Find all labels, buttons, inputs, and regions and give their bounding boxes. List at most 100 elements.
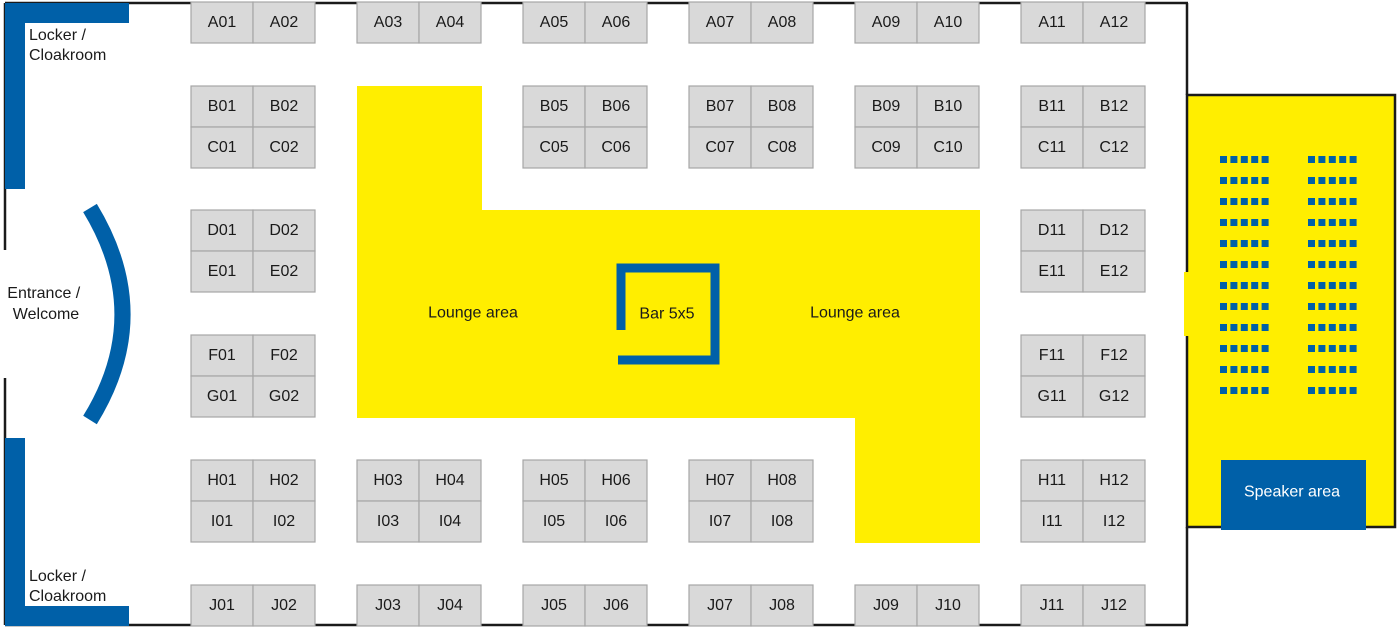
booth-box (750, 126, 814, 169)
booth-b09[interactable]: B09 (854, 85, 918, 128)
booth-d12[interactable]: D12 (1082, 209, 1146, 252)
booth-c05[interactable]: C05 (522, 126, 586, 169)
booth-i08[interactable]: I08 (750, 500, 814, 543)
booth-a01[interactable]: A01 (190, 1, 254, 44)
booth-label: A08 (768, 14, 797, 31)
booth-h04[interactable]: H04 (418, 459, 482, 502)
booth-a12[interactable]: A12 (1082, 1, 1146, 44)
booth-j03[interactable]: J03 (356, 584, 420, 627)
booth-c11[interactable]: C11 (1020, 126, 1084, 169)
booth-c07[interactable]: C07 (688, 126, 752, 169)
booth-b11[interactable]: B11 (1020, 85, 1084, 128)
booth-d01[interactable]: D01 (190, 209, 254, 252)
booth-e02[interactable]: E02 (252, 250, 316, 293)
booth-h01[interactable]: H01 (190, 459, 254, 502)
audience-seat (1308, 387, 1315, 394)
booth-h12[interactable]: H12 (1082, 459, 1146, 502)
booth-a09[interactable]: A09 (854, 1, 918, 44)
booth-c01[interactable]: C01 (190, 126, 254, 169)
booth-label: D11 (1038, 222, 1066, 239)
booth-c08[interactable]: C08 (750, 126, 814, 169)
booth-j05[interactable]: J05 (522, 584, 586, 627)
booth-f02[interactable]: F02 (252, 334, 316, 377)
booth-h02[interactable]: H02 (252, 459, 316, 502)
booth-i05[interactable]: I05 (522, 500, 586, 543)
booth-i07[interactable]: I07 (688, 500, 752, 543)
booth-label: G02 (269, 388, 299, 405)
booth-d02[interactable]: D02 (252, 209, 316, 252)
booth-b07[interactable]: B07 (688, 85, 752, 128)
booth-label: E11 (1038, 263, 1065, 280)
booth-i06[interactable]: I06 (584, 500, 648, 543)
booth-e01[interactable]: E01 (190, 250, 254, 293)
booth-j10[interactable]: J10 (916, 584, 980, 627)
booth-h07[interactable]: H07 (688, 459, 752, 502)
booth-c06[interactable]: C06 (584, 126, 648, 169)
audience-seat (1308, 366, 1315, 373)
booth-b10[interactable]: B10 (916, 85, 980, 128)
booth-a11[interactable]: A11 (1020, 1, 1084, 44)
audience-seat (1328, 303, 1336, 310)
booth-c09[interactable]: C09 (854, 126, 918, 169)
booth-box (1020, 375, 1084, 418)
booth-box (584, 584, 648, 627)
booth-h03[interactable]: H03 (356, 459, 420, 502)
booth-j06[interactable]: J06 (584, 584, 648, 627)
booth-h08[interactable]: H08 (750, 459, 814, 502)
booth-a07[interactable]: A07 (688, 1, 752, 44)
booth-e11[interactable]: E11 (1020, 250, 1084, 293)
booth-j02[interactable]: J02 (252, 584, 316, 627)
booth-a08[interactable]: A08 (750, 1, 814, 44)
lounge-bottom-right-block (855, 416, 980, 543)
booth-g01[interactable]: G01 (190, 375, 254, 418)
booth-c02[interactable]: C02 (252, 126, 316, 169)
booth-e12[interactable]: E12 (1082, 250, 1146, 293)
booth-a06[interactable]: A06 (584, 1, 648, 44)
booth-i12[interactable]: I12 (1082, 500, 1146, 543)
booth-b06[interactable]: B06 (584, 85, 648, 128)
booth-g12[interactable]: G12 (1082, 375, 1146, 418)
booth-a10[interactable]: A10 (916, 1, 980, 44)
booth-j11[interactable]: J11 (1020, 584, 1084, 627)
booth-box (522, 126, 586, 169)
booth-j04[interactable]: J04 (418, 584, 482, 627)
booth-j08[interactable]: J08 (750, 584, 814, 627)
booth-b12[interactable]: B12 (1082, 85, 1146, 128)
booth-i03[interactable]: I03 (356, 500, 420, 543)
booth-f01[interactable]: F01 (190, 334, 254, 377)
booth-c10[interactable]: C10 (916, 126, 980, 169)
booth-i02[interactable]: I02 (252, 500, 316, 543)
booth-b01[interactable]: B01 (190, 85, 254, 128)
booth-label: C12 (1099, 139, 1128, 156)
booth-a03[interactable]: A03 (356, 1, 420, 44)
booth-box (418, 1, 482, 44)
audience-seat (1328, 366, 1336, 373)
booth-i01[interactable]: I01 (190, 500, 254, 543)
booth-h06[interactable]: H06 (584, 459, 648, 502)
booth-c12[interactable]: C12 (1082, 126, 1146, 169)
booth-label: J11 (1040, 597, 1065, 614)
audience-seat (1261, 261, 1269, 268)
booth-h11[interactable]: H11 (1020, 459, 1084, 502)
audience-seat (1251, 156, 1259, 163)
booth-j09[interactable]: J09 (854, 584, 918, 627)
booth-b08[interactable]: B08 (750, 85, 814, 128)
booth-a02[interactable]: A02 (252, 1, 316, 44)
booth-f11[interactable]: F11 (1020, 334, 1084, 377)
booth-b02[interactable]: B02 (252, 85, 316, 128)
booth-i04[interactable]: I04 (418, 500, 482, 543)
booth-h05[interactable]: H05 (522, 459, 586, 502)
booth-d11[interactable]: D11 (1020, 209, 1084, 252)
booth-f12[interactable]: F12 (1082, 334, 1146, 377)
booth-j12[interactable]: J12 (1082, 584, 1146, 627)
booth-g02[interactable]: G02 (252, 375, 316, 418)
booth-i11[interactable]: I11 (1020, 500, 1084, 543)
booth-j01[interactable]: J01 (190, 584, 254, 627)
booth-label: H01 (207, 472, 236, 489)
booth-a05[interactable]: A05 (522, 1, 586, 44)
audience-seat (1240, 345, 1248, 352)
booth-g11[interactable]: G11 (1020, 375, 1084, 418)
booth-b05[interactable]: B05 (522, 85, 586, 128)
booth-a04[interactable]: A04 (418, 1, 482, 44)
booth-j07[interactable]: J07 (688, 584, 752, 627)
